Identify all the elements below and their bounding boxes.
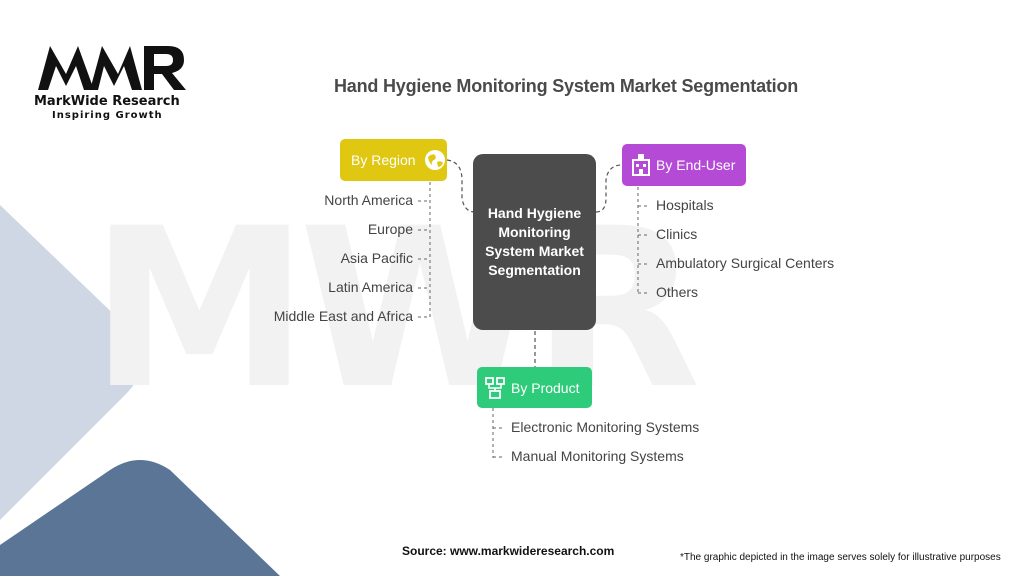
category-enduser: By End-User: [622, 144, 746, 186]
globe-icon: [424, 150, 445, 170]
enduser-item: Hospitals: [656, 197, 714, 213]
region-item: North America: [324, 192, 413, 208]
logo-mark-icon: [38, 46, 186, 90]
product-item: Electronic Monitoring Systems: [511, 419, 700, 435]
category-product-label: By Product: [511, 379, 580, 396]
region-item: Europe: [367, 221, 413, 237]
category-product: By Product: [477, 367, 592, 408]
disclaimer-text: *The graphic depicted in the image serve…: [680, 552, 1001, 563]
bg-shape-dark: [0, 460, 280, 576]
enduser-item: Clinics: [656, 226, 698, 242]
diagram-title: Hand Hygiene Monitoring System Market Se…: [334, 76, 799, 96]
category-region-label: By Region: [351, 152, 416, 168]
category-enduser-label: By End-User: [656, 157, 736, 173]
logo-tagline: Inspiring Growth: [52, 110, 163, 121]
logo-name: MarkWide Research: [34, 94, 180, 109]
network-icon: [485, 376, 505, 399]
center-node: Hand Hygiene Monitoring System Market Se…: [473, 154, 596, 330]
region-item: Middle East and Africa: [273, 308, 413, 324]
category-region: By Region: [340, 139, 447, 181]
center-node-label: Hand Hygiene Monitoring System Market Se…: [485, 205, 584, 278]
enduser-item: Ambulatory Surgical Centers: [656, 255, 835, 271]
product-item: Manual Monitoring Systems: [511, 448, 684, 464]
watermark: MWR: [90, 181, 697, 437]
bg-shape-light: [0, 205, 143, 520]
hospital-icon: [632, 154, 650, 176]
logo: MarkWide Research Inspiring Growth: [32, 38, 192, 123]
region-item: Asia Pacific: [340, 250, 413, 266]
region-item: Latin America: [328, 279, 413, 295]
enduser-item: Others: [656, 284, 699, 300]
connector-enduser: [595, 164, 623, 213]
source-text: Source: www.markwideresearch.com: [402, 544, 615, 558]
connector-region: [446, 159, 476, 213]
